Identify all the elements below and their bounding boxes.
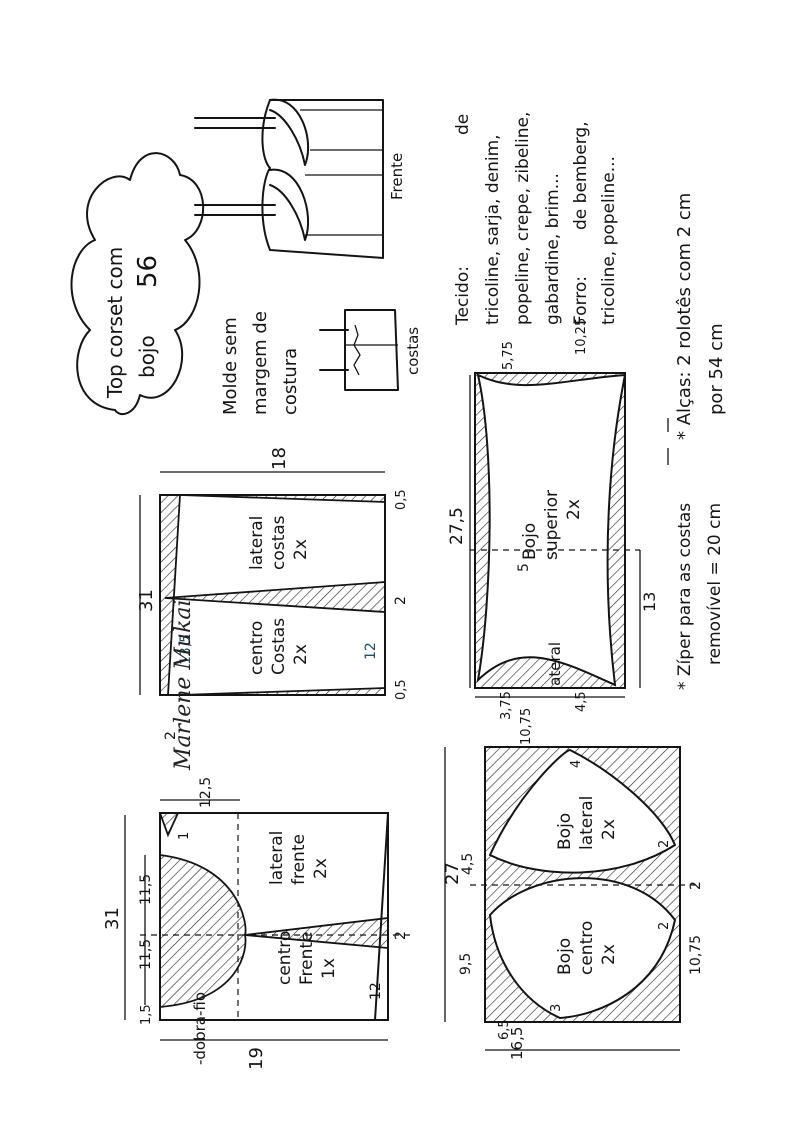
cup-centro-label: Bojo centro 2x [555, 915, 619, 975]
upper-cup-375: 3,75 [499, 691, 514, 720]
cup-measure-d: 10,75 [688, 935, 704, 975]
front-top-measure: 12,5 [198, 777, 214, 808]
fabric-heading: Tecido: [453, 266, 473, 326]
front-panel [140, 812, 410, 1021]
cup-point-4: 4 [569, 760, 584, 768]
front-one-measure: 1 [177, 832, 192, 840]
back-panel [159, 494, 386, 696]
fabric-de: de [453, 114, 473, 135]
cup-point-2a: 2 [657, 922, 672, 930]
back-half-measure-1: 0,5 [394, 489, 409, 510]
front-side-measure-2: 11,5 [138, 939, 154, 970]
fabric-line1: tricoline, sarja, denim, [483, 134, 503, 325]
upper-cup-45: 4,5 [574, 691, 589, 712]
cup-width-measure: 16,5 [508, 1027, 526, 1060]
cup-measure-c: 6,5 [497, 1019, 512, 1040]
title-line1: Top corset com [103, 247, 127, 399]
back-measure-lines [139, 471, 385, 695]
front-panel-labels: centro Frente 1x lateral frente 2x -dobr… [102, 777, 409, 1070]
front-view-sketch: Frente [194, 98, 406, 259]
upper-cup-lateral: lateral [546, 642, 564, 690]
cup-lateral-label: Bojo lateral 2x [555, 790, 619, 850]
cup-point-3: 3 [549, 1004, 564, 1012]
back-inner-measure-1: 13,5 [178, 634, 194, 665]
cup-measure-e: 2 [688, 881, 704, 890]
cup-point-2b: 2 [657, 840, 672, 848]
back-inner-measure-2: 12 [363, 642, 379, 660]
lining-heading: Forro: [571, 276, 591, 325]
front-height-measure: 31 [102, 907, 123, 930]
upper-cup-width: 27,5 [447, 507, 467, 545]
cup-height-measure: 27 [442, 862, 463, 885]
back-centro-label: centro Costas 2x [247, 613, 311, 675]
upper-cup-575: 5,75 [501, 341, 516, 370]
upper-cup-5: 5 [516, 563, 532, 572]
back-half-measure-2: 0,5 [394, 679, 409, 700]
front-side-measure-1: 11,5 [138, 874, 154, 905]
back-two-measure-2: 2 [163, 731, 179, 740]
mold-note: Molde sem margem de costura [220, 305, 301, 415]
signature: Marlene Mukai [171, 599, 196, 771]
zipper-note: * Zíper para as costas removível = 20 cm [675, 497, 725, 690]
back-two-measure-1: 2 [393, 596, 409, 605]
lining-line: tricoline, popeline... [599, 156, 619, 325]
back-view-label: costas [404, 327, 422, 375]
front-inner-measure: 12 [368, 982, 384, 1000]
back-view-sketch: costas [319, 309, 422, 391]
upper-cup-labels: Bojo superior 2x lateral 27,5 5,75 10,25… [447, 318, 659, 720]
front-view-label: Frente [388, 153, 406, 200]
upper-cup-panel [470, 372, 640, 689]
front-centro-label: centro Frente 1x [275, 925, 339, 985]
front-low-measure: 1,5 [139, 1004, 154, 1025]
upper-cup-1025: 10,25 [574, 318, 589, 355]
cup-labels: Bojo centro 2x Bojo lateral 2x 27 16,5 1… [442, 708, 704, 1060]
title-cloud [70, 152, 205, 416]
fabric-notes: Tecido: de tricoline, sarja, denim, pope… [453, 106, 619, 326]
straps-note: * Alças: 2 rolotês com 2 cm por 54 cm [674, 187, 727, 440]
title-size: 56 [133, 255, 163, 288]
lining-extra: de bemberg, [571, 121, 591, 230]
cup-measure-a: 9,5 [458, 953, 474, 975]
upper-cup-measure-lines [469, 375, 641, 698]
back-panel-labels: lateral costas 2x centro Costas 2x 31 18… [136, 447, 409, 740]
front-fold-label: -dobra-fio [191, 992, 209, 1065]
fabric-line2: popeline, crepe, zibeline, [513, 112, 533, 325]
back-height-measure: 31 [136, 589, 157, 612]
back-width-measure: 18 [269, 447, 290, 470]
cup-measure-b: 4,5 [460, 853, 476, 875]
front-lateral-label: lateral frente 2x [267, 825, 331, 885]
cup-measure-lines [444, 747, 680, 1051]
back-lateral-label: lateral costas 2x [247, 510, 311, 570]
cup-panel [470, 746, 700, 1023]
front-width-measure: 19 [246, 1047, 267, 1070]
fabric-line3: gabardine, brim... [543, 173, 563, 325]
upper-cup-label: Bojo superior 2x [520, 485, 584, 560]
cup-top-measure: 10,75 [519, 708, 534, 745]
title-text: Top corset com bojo 56 [103, 240, 163, 399]
title-line2: bojo [135, 335, 159, 378]
front-dart-measure: 2 [393, 931, 409, 940]
upper-cup-13: 13 [640, 592, 659, 612]
front-measure-lines [124, 799, 388, 1041]
